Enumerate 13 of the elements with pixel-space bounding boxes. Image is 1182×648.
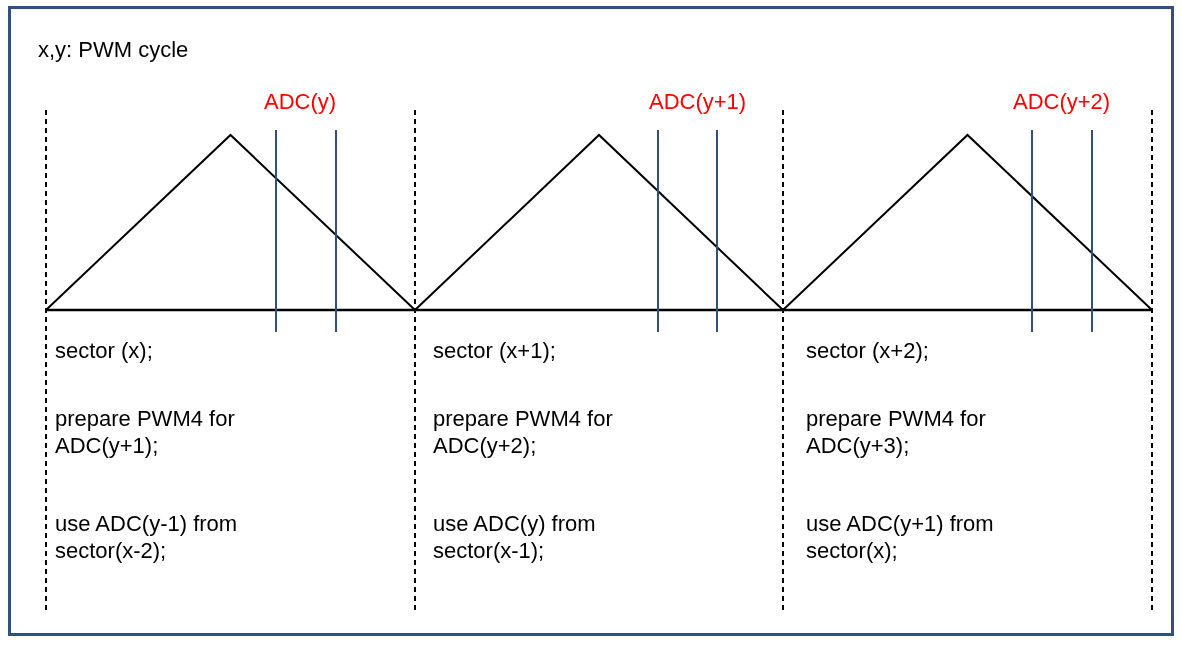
sector-note: sector (x+1);	[433, 337, 557, 364]
sector-note: prepare PWM4 for ADC(y+3);	[806, 405, 987, 459]
sector-note: sector (x);	[55, 337, 154, 364]
sector-note: prepare PWM4 for ADC(y+2);	[433, 405, 614, 459]
sector-note: sector (x+2);	[806, 337, 930, 364]
heading: x,y: PWM cycle	[38, 36, 189, 63]
adc-label: ADC(y+1)	[649, 88, 747, 115]
sector-note: use ADC(y) from sector(x-1);	[433, 510, 597, 564]
sector-note: use ADC(y+1) from sector(x);	[806, 510, 995, 564]
sector-note: prepare PWM4 for ADC(y+1);	[55, 405, 236, 459]
adc-label: ADC(y)	[264, 88, 337, 115]
sector-note: use ADC(y-1) from sector(x-2);	[55, 510, 239, 564]
adc-label: ADC(y+2)	[1013, 88, 1111, 115]
